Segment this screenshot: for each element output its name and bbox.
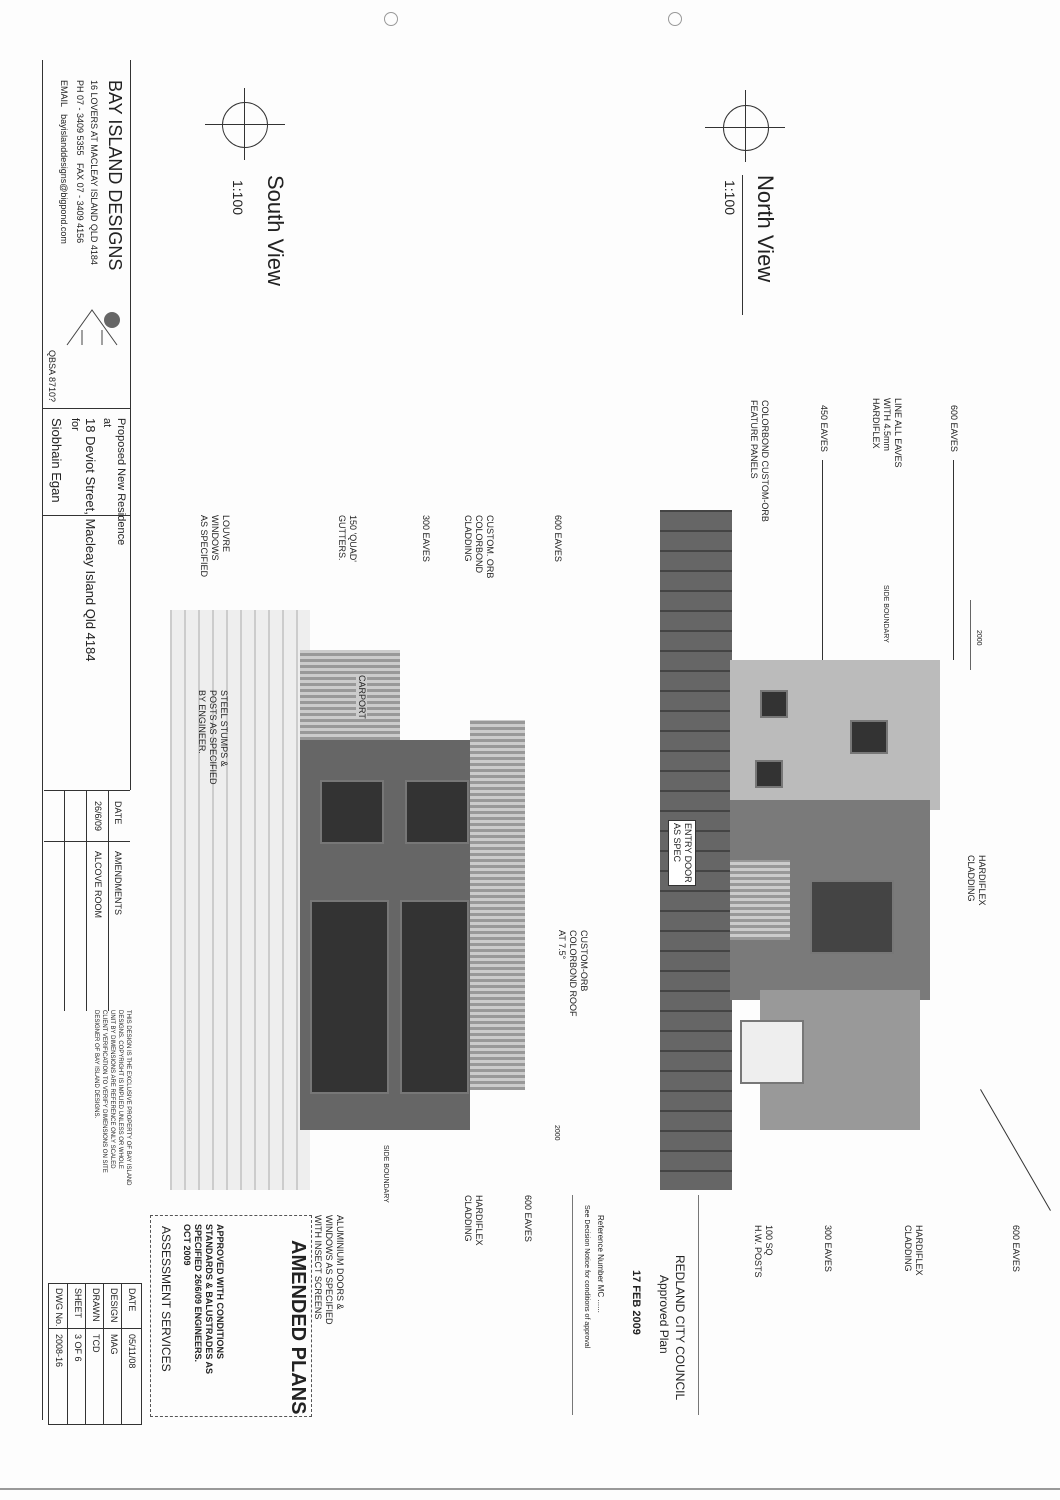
carport-label: CARPORT: [356, 675, 367, 719]
project-line2: at: [101, 418, 113, 428]
company-phone: PH 07 - 3409 5355 FAX 07 - 3409 4156: [75, 80, 85, 244]
info-label-design: DESIGN: [109, 1288, 119, 1323]
label-south-roof: CUSTOM-ORB COLORBOND ROOF AT 7.5°: [557, 930, 589, 1017]
label-north-line-eaves: LINE ALL EAVES WITH 4.5mm HARDIFLEX: [871, 398, 903, 468]
label-south-eaves300: 300 EAVES: [421, 515, 431, 562]
info-label-sheet: SHEET: [73, 1288, 83, 1319]
assessment-services: ASSESSMENT SERVICES: [159, 1226, 173, 1372]
council-note: See Decision Notice for conditions of ap…: [583, 1205, 590, 1349]
entry-door-label: ENTRY DOOR AS SPEC: [668, 820, 696, 886]
company-email: EMAIL bayislanddesigns@bigpond.com: [59, 80, 69, 244]
label-south-eaves600-right: 600 EAVES: [523, 1195, 533, 1242]
assessment-stamp: ASSESSMENT SERVICES APPROVED WITH CONDIT…: [150, 1215, 312, 1417]
amend-row-date: 26/6/09: [93, 801, 103, 832]
label-south-gutters: 150 'QUAD' GUTTERS.: [337, 515, 358, 562]
project-line1: Proposed New Residence: [115, 418, 127, 546]
company-name: BAY ISLAND DESIGNS: [105, 80, 125, 271]
carport: [300, 650, 400, 740]
council-plan: Approved Plan: [657, 1275, 671, 1354]
label-south-stumps: STEEL STUMPS & POSTS AS SPECIFIED BY ENG…: [197, 690, 229, 785]
north-view-scale: 1:100: [722, 180, 738, 216]
approved-note: APPROVED WITH CONDITIONS STANDARDS & BAL…: [182, 1224, 225, 1375]
licence-number: QBSA 8710?: [47, 350, 57, 403]
label-north-eaves300: 300 EAVES: [823, 1225, 833, 1272]
info-label-dwg: DWG No.: [54, 1288, 64, 1327]
label-south-custom-orb: CUSTOM. ORB COLORBOND CLADDING: [463, 515, 495, 579]
label-north-eaves450: 450 EAVES: [819, 405, 829, 452]
label-south-eaves600: 600 EAVES: [553, 515, 563, 562]
border-line: [130, 60, 131, 790]
label-south-hardiflex: HARDIFLEX CLADDING: [463, 1195, 484, 1246]
north-dim: 2000: [975, 630, 982, 646]
council-name: REDLAND CITY COUNCIL: [673, 1255, 687, 1401]
label-north-posts: 100 SQ H.W. POSTS: [753, 1225, 774, 1278]
council-ref: Reference Number MC ......: [596, 1215, 605, 1313]
label-north-hardiflex-right: HARDIFLEX CLADDING: [903, 1225, 924, 1276]
punch-hole: [384, 12, 398, 26]
label-north-feature-panels: COLORBOND CUSTOM-ORB FEATURE PANELS: [749, 400, 770, 522]
info-value-sheet: 3 OF 6: [73, 1334, 83, 1362]
amend-row-text: ALCOVE ROOM: [93, 851, 103, 919]
south-roof: [470, 720, 525, 1090]
info-label-drawn: DRAWN: [91, 1288, 101, 1322]
south-view-symbol: [222, 102, 268, 148]
logo-tree: [62, 300, 122, 350]
info-label-date: DATE: [127, 1288, 137, 1312]
south-view-title: South View: [263, 175, 288, 286]
project-address: 18 Deviot Street, Macleay Island Qld 418…: [83, 418, 98, 662]
border-line: [42, 408, 130, 409]
border-line: [42, 515, 130, 516]
amend-header-date: DATE: [113, 801, 123, 825]
border-line: [42, 60, 43, 1420]
label-south-louvre: LOUVRE WINDOWS AS SPECIFIED: [199, 515, 231, 578]
punch-hole: [668, 12, 682, 26]
amended-plans-stamp: AMENDED PLANS: [287, 1240, 309, 1415]
south-view-scale: 1:100: [230, 180, 246, 216]
south-ground: [170, 610, 310, 1190]
amend-header-amendments: AMENDMENTS: [113, 851, 123, 916]
north-view-title: North View: [753, 175, 778, 283]
info-value-dwg: 2008-16: [54, 1334, 64, 1368]
north-view-symbol: [723, 105, 769, 151]
north-side-boundary: SIDE BOUNDARY: [882, 585, 889, 643]
info-value-drawn: TCD: [91, 1334, 101, 1353]
project-line4: for: [69, 418, 81, 431]
info-value-date: 05/11/08: [127, 1334, 137, 1369]
label-south-doors: ALUMINIUM DOORS & WINDOWS AS SPECIFIED W…: [313, 1215, 345, 1325]
label-north-hardiflex-top: HARDIFLEX CLADDING: [966, 855, 987, 906]
client-name: Siobhain Egan: [49, 418, 64, 503]
south-dim: 2000: [553, 1125, 560, 1141]
label-north-eaves600-top: 600 EAVES: [949, 405, 959, 452]
council-stamp: REDLAND CITY COUNCIL Approved Plan 17 FE…: [572, 1195, 699, 1415]
info-table: DATE 05/11/08 DESIGN MAG DRAWN TCD SHEET…: [48, 1283, 142, 1425]
south-side-boundary: SIDE BOUNDARY: [382, 1145, 389, 1203]
label-north-eaves600-right: 600 EAVES: [1011, 1225, 1021, 1272]
council-date: 17 FEB 2009: [630, 1270, 642, 1335]
disclaimer: THIS DESIGN IS THE EXCLUSIVE PROPERTY OF…: [93, 1010, 131, 1186]
company-address: 16 LOVERS AT MACLEAY ISLAND QLD 4184: [89, 80, 99, 265]
info-value-design: MAG: [109, 1334, 119, 1355]
amendments-table: DATE AMENDMENTS 26/6/09 ALCOVE ROOM: [44, 790, 130, 1011]
